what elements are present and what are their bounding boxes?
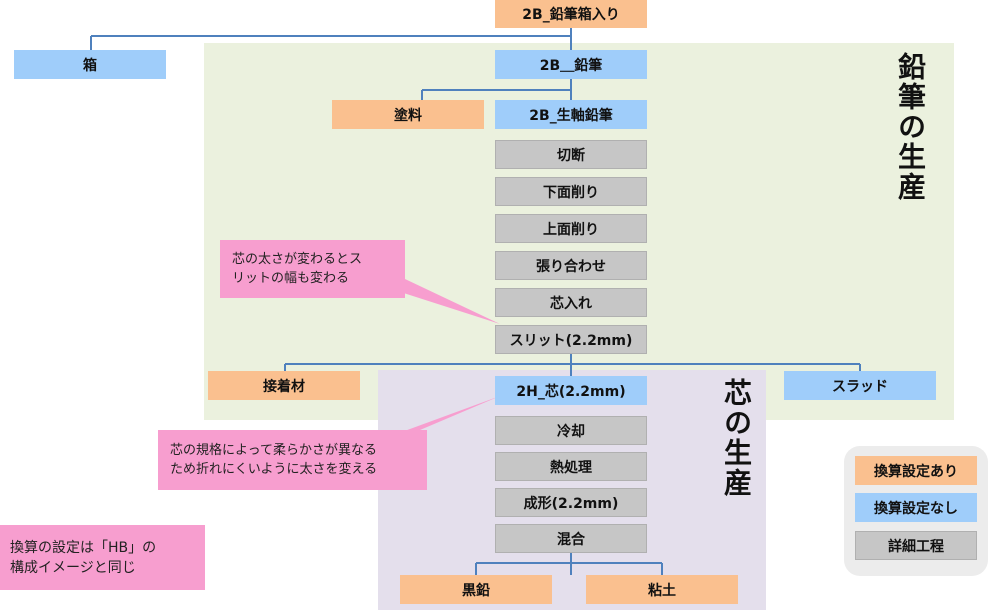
step-cut[interactable]: 切断 — [495, 140, 647, 169]
node-adhesive[interactable]: 接着材 — [208, 371, 360, 400]
slit-callout-line-2: リットの幅も変わる — [232, 271, 350, 286]
conversion-note-line-1: 換算の設定は「HB」の — [10, 539, 157, 556]
node-raw-pencil[interactable]: 2B_生軸鉛筆 — [495, 100, 647, 129]
node-graphite[interactable]: 黒鉛 — [400, 575, 552, 604]
lead-callout-line-1: 芯の規格によって柔らかさが異なる — [170, 443, 377, 458]
conversion-note: 換算の設定は「HB」の 構成イメージと同じ — [0, 525, 205, 590]
node-pencil[interactable]: 2B＿鉛筆 — [495, 50, 647, 79]
node-clay[interactable]: 粘土 — [586, 575, 738, 604]
step-slit[interactable]: スリット(2.2mm) — [495, 325, 647, 354]
step-cooling[interactable]: 冷却 — [495, 416, 647, 445]
node-boxed-pencil[interactable]: 2B_鉛筆箱入り — [495, 0, 647, 28]
step-heat-treatment[interactable]: 熱処理 — [495, 452, 647, 481]
lead-callout-pointer — [380, 396, 500, 440]
legend-with-conversion: 換算設定あり — [855, 456, 977, 485]
step-mixing[interactable]: 混合 — [495, 524, 647, 553]
lead-production-title: 芯の生産 — [720, 378, 753, 498]
step-bottom-shave[interactable]: 下面削り — [495, 177, 647, 206]
pencil-production-title: 鉛筆の生産 — [894, 52, 927, 202]
step-top-shave[interactable]: 上面削り — [495, 214, 647, 243]
step-bonding[interactable]: 張り合わせ — [495, 251, 647, 280]
lead-callout: 芯の規格によって柔らかさが異なる ため折れにくいように太さを変える — [158, 430, 427, 490]
legend-without-conversion: 換算設定なし — [855, 493, 977, 522]
node-lead[interactable]: 2H_芯(2.2mm) — [495, 376, 647, 405]
slit-callout: 芯の太さが変わるとス リットの幅も変わる — [220, 240, 405, 298]
conversion-note-line-2: 構成イメージと同じ — [10, 559, 136, 576]
node-box[interactable]: 箱 — [14, 50, 166, 79]
step-lead-insert[interactable]: 芯入れ — [495, 288, 647, 317]
slit-callout-line-1: 芯の太さが変わるとス — [232, 252, 363, 267]
legend-detail-process: 詳細工程 — [855, 531, 977, 560]
node-slat[interactable]: スラッド — [784, 371, 936, 400]
lead-callout-line-2: ため折れにくいように太さを変える — [170, 462, 378, 477]
step-forming[interactable]: 成形(2.2mm) — [495, 488, 647, 517]
node-paint[interactable]: 塗料 — [332, 100, 484, 129]
